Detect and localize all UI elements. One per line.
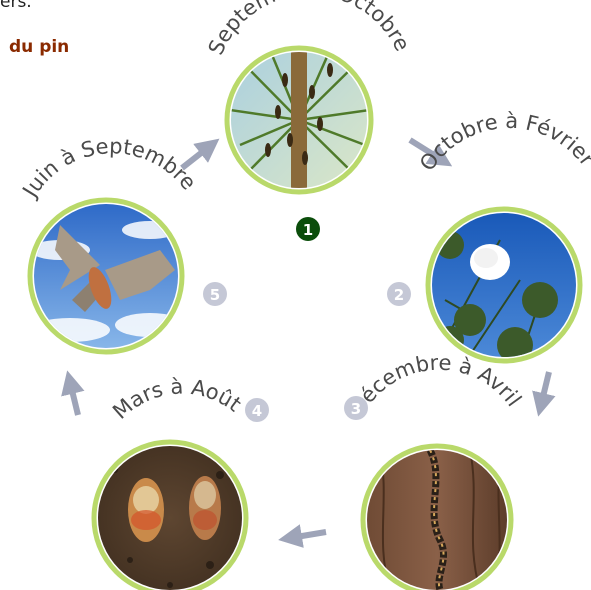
stage-4-badge[interactable]: 4: [245, 398, 269, 422]
stage-1-badge[interactable]: 1: [296, 217, 320, 241]
stage-2-photo: [428, 209, 580, 363]
stage-5-photo: [30, 200, 185, 352]
stage-4-photo: [94, 442, 246, 590]
stage-3-photo: [363, 446, 511, 590]
stage-3-badge[interactable]: 3: [344, 396, 368, 420]
stage-2-badge[interactable]: 2: [387, 282, 411, 306]
stage-5-label: Juin à Septembre: [17, 134, 201, 203]
svg-text:2: 2: [394, 286, 404, 304]
arrow-2-to-3: [541, 372, 549, 405]
svg-text:5: 5: [210, 286, 220, 304]
stage-5-badge[interactable]: 5: [203, 282, 227, 306]
stage-4-label: Mars à Août: [108, 374, 246, 424]
svg-text:4: 4: [252, 402, 262, 420]
stage-1-photo: [225, 45, 375, 195]
svg-text:3: 3: [351, 400, 361, 418]
arrow-3-to-4: [290, 532, 326, 538]
svg-text:1: 1: [303, 221, 313, 239]
stage-2-label: Octobre à Février: [415, 109, 591, 175]
arrow-4-to-5: [70, 382, 78, 415]
